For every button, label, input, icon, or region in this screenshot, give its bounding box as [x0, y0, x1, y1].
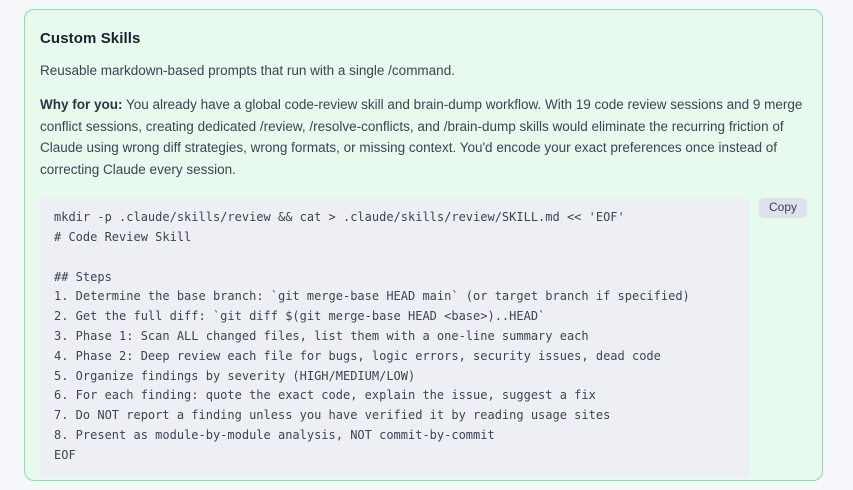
code-block-row: mkdir -p .claude/skills/review && cat > …	[40, 198, 807, 478]
custom-skills-card: Custom Skills Reusable markdown-based pr…	[24, 9, 823, 481]
why-for-you-paragraph: Why for you: You already have a global c…	[40, 94, 807, 180]
copy-button[interactable]: Copy	[758, 198, 807, 219]
why-for-you-label: Why for you:	[40, 96, 123, 112]
why-for-you-text: You already have a global code-review sk…	[40, 96, 803, 177]
card-title: Custom Skills	[40, 30, 141, 47]
card-description: Reusable markdown-based prompts that run…	[40, 63, 455, 78]
code-block: mkdir -p .claude/skills/review && cat > …	[40, 198, 749, 478]
